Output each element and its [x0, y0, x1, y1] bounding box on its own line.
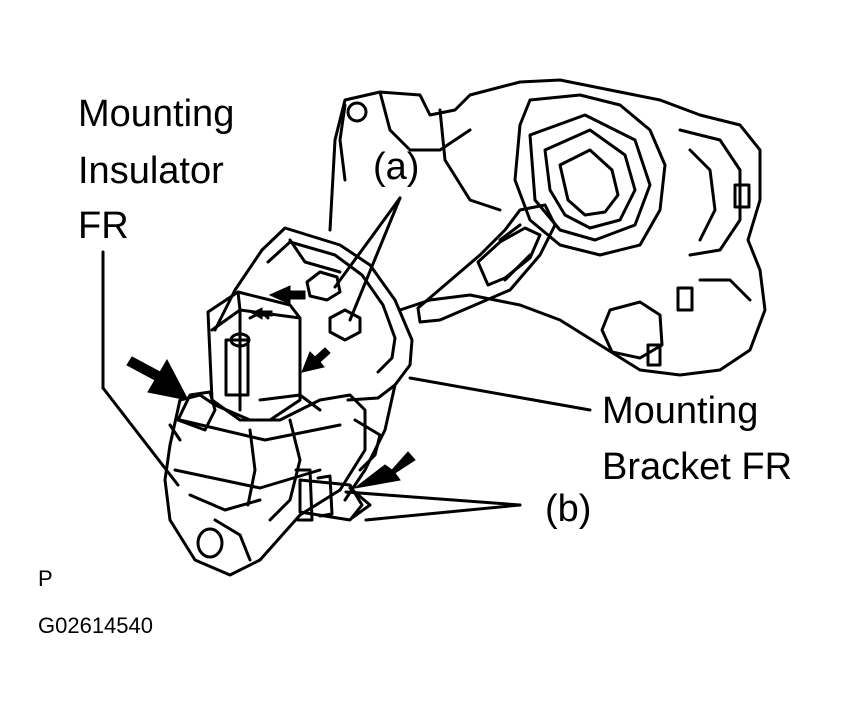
callout-b-label: (b) — [545, 488, 592, 530]
nuts-a — [305, 270, 362, 342]
bracket-label-line2: Bracket FR — [602, 446, 793, 488]
transmission-case — [328, 78, 767, 377]
mounting-bracket — [213, 226, 414, 502]
shift-rod — [416, 203, 557, 324]
callout-a-label: (a) — [373, 146, 420, 188]
insulator-label-line3: FR — [78, 205, 129, 247]
arrow-right-bolt — [354, 451, 416, 489]
bracket-leader — [408, 376, 592, 412]
callout-a-leader-2 — [348, 196, 402, 322]
arrow-lower-nut — [301, 347, 331, 373]
figure-code: G02614540 — [38, 613, 153, 638]
callout-b-leader-2 — [364, 503, 522, 522]
arrow-up-nut — [268, 285, 306, 305]
direction-arrows — [126, 285, 416, 489]
insulator-label-line2: Insulator — [78, 150, 224, 192]
callout-a-leader-1 — [333, 196, 402, 289]
arrow-small — [250, 307, 273, 320]
insulator-leader-2 — [101, 386, 180, 487]
bracket-label-line1: Mounting — [602, 390, 759, 432]
view-letter: P — [38, 566, 53, 591]
callout-b-leader-1 — [344, 490, 522, 507]
mounting-insulator — [163, 290, 382, 577]
arrow-left-bolt — [126, 356, 189, 401]
insulator-label-line1: Mounting — [78, 93, 235, 135]
